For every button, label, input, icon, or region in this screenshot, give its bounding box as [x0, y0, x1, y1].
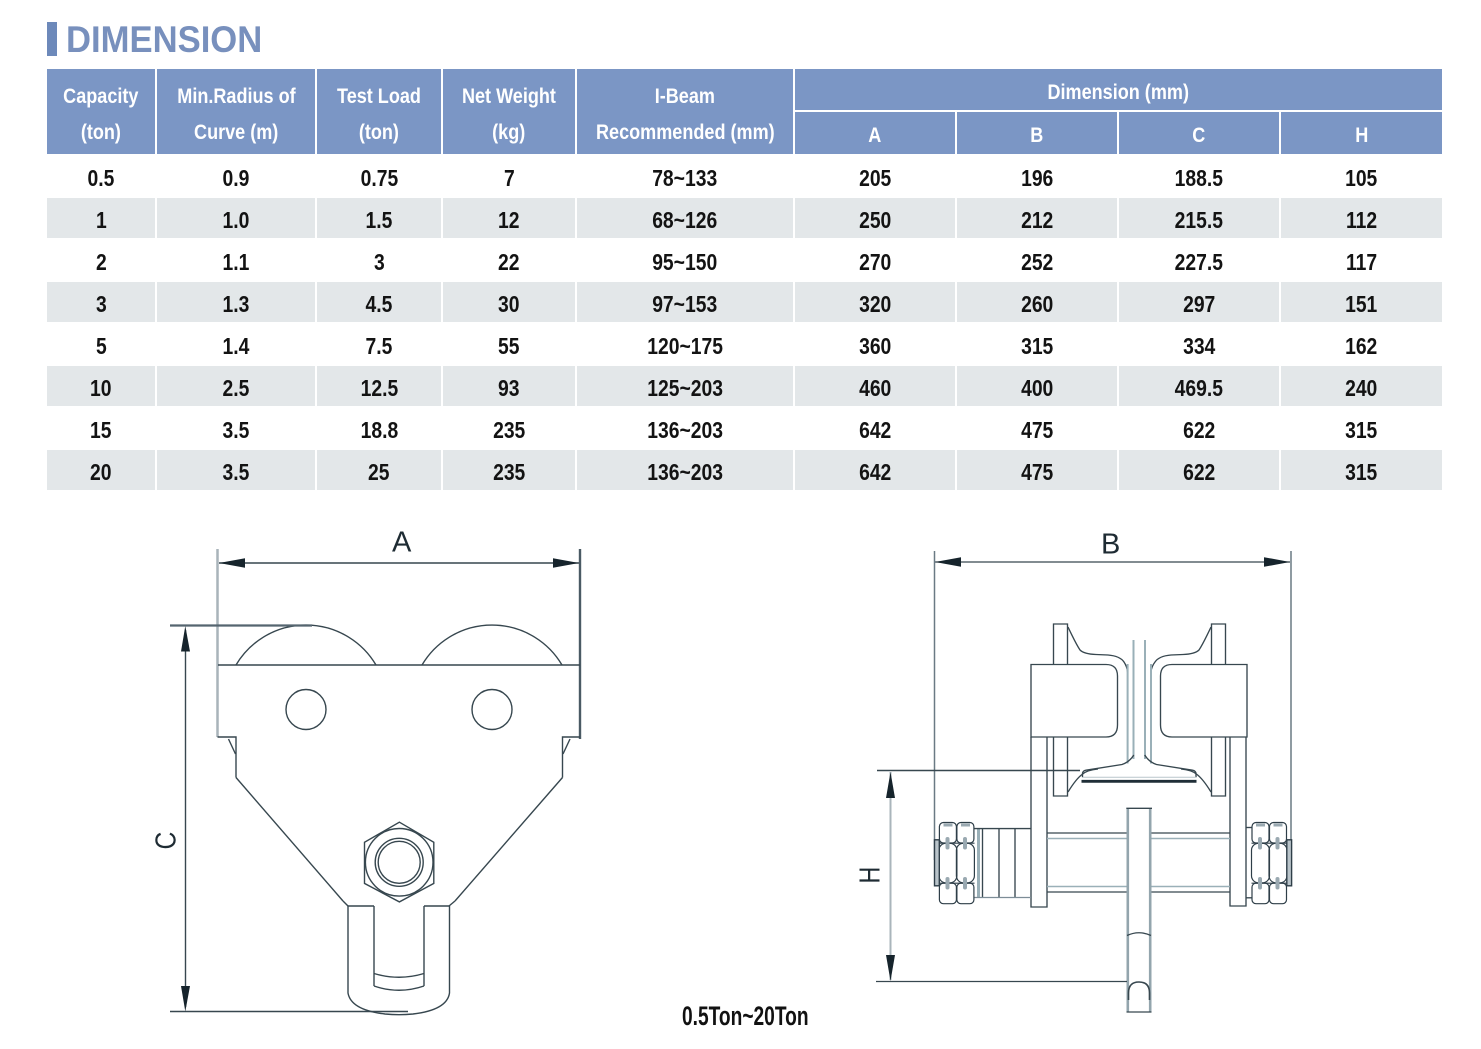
svg-text:A: A: [392, 527, 412, 559]
svg-text:C: C: [150, 832, 182, 850]
svg-text:0.5Ton~20Ton: 0.5Ton~20Ton: [682, 1001, 809, 1031]
svg-text:H: H: [853, 867, 886, 884]
svg-text:B: B: [1101, 529, 1120, 561]
